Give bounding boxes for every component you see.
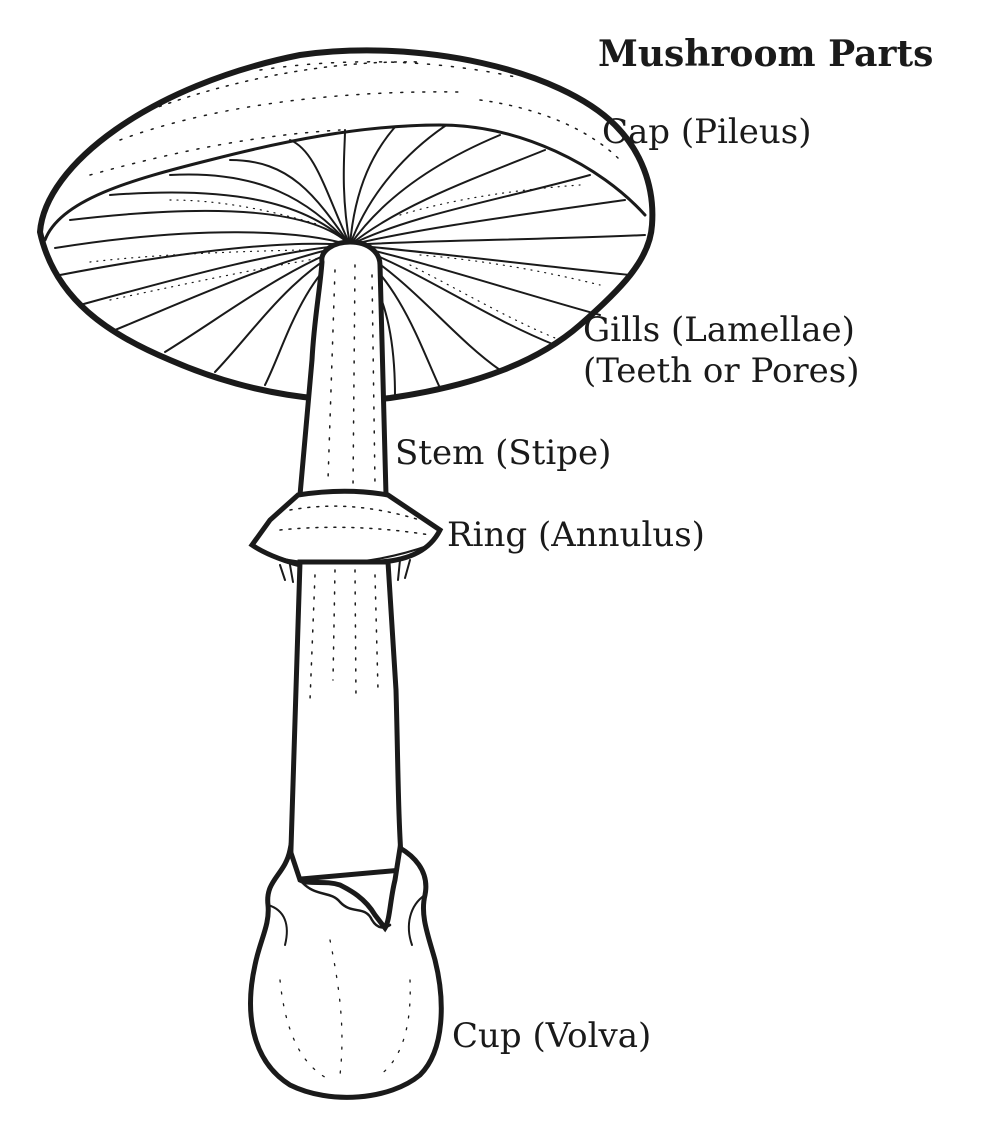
label-ring: Ring (Annulus) xyxy=(447,515,705,556)
label-gills-line2: (Teeth or Pores) xyxy=(583,351,860,392)
volva-cup xyxy=(251,848,442,1097)
label-cup: Cup (Volva) xyxy=(452,1016,651,1057)
label-cap: Cap (Pileus) xyxy=(602,112,811,153)
label-stem: Stem (Stipe) xyxy=(395,433,611,474)
label-gills-line1: Gills (Lamellae) xyxy=(583,310,860,351)
stem-lower xyxy=(290,562,402,880)
diagram-title: Mushroom Parts xyxy=(598,33,933,75)
label-gills: Gills (Lamellae) (Teeth or Pores) xyxy=(583,310,860,392)
mushroom-volva xyxy=(251,848,442,1097)
ring xyxy=(252,491,440,565)
